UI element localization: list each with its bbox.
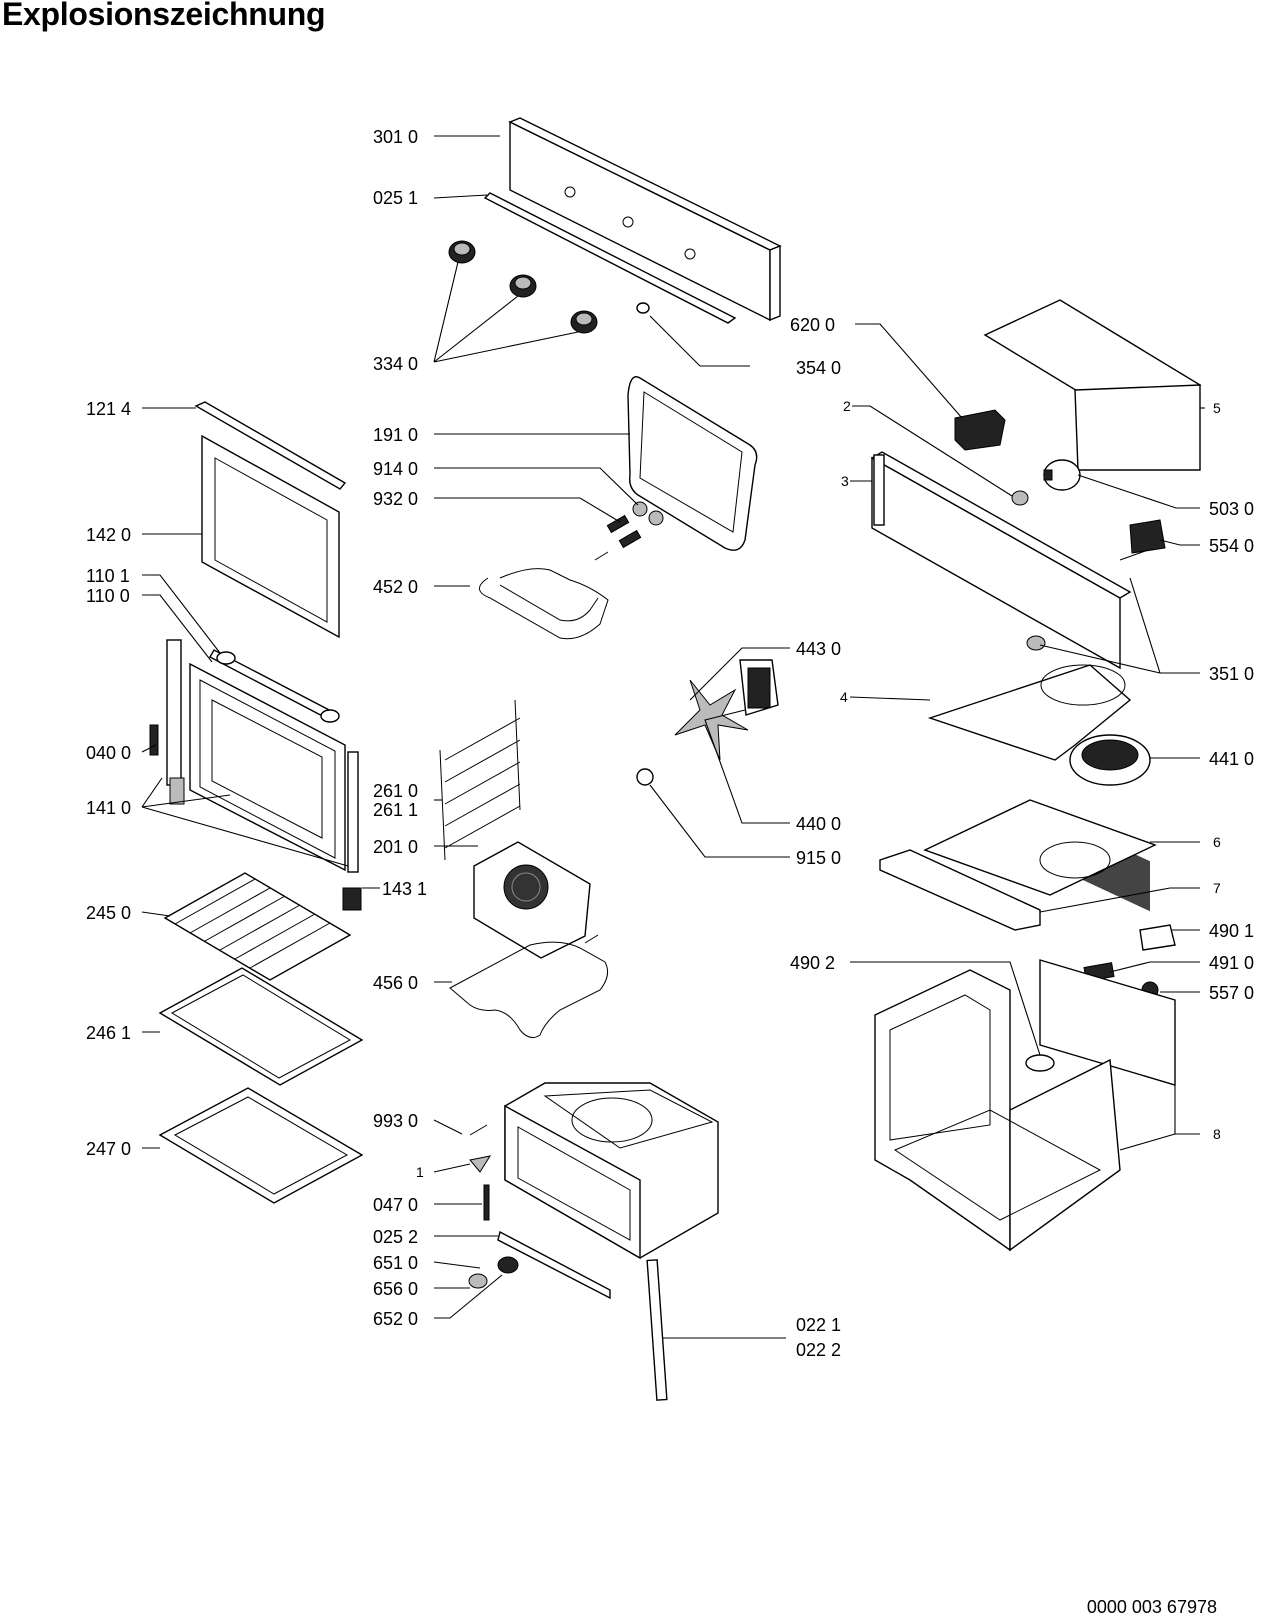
document-number: 0000 003 67978 (1086, 1597, 1217, 1617)
label-915-0: 915 0 (796, 848, 841, 868)
label-040-0: 040 0 (86, 743, 131, 763)
label-3: 3 (841, 473, 849, 489)
part-labels: 301 0 025 1 334 0 354 0 121 4 142 0 110 … (86, 127, 1254, 1360)
label-456-0: 456 0 (373, 973, 418, 993)
lamp-cover-part (468, 1273, 488, 1289)
label-110-0: 110 0 (86, 586, 130, 606)
label-452-0: 452 0 (373, 577, 418, 597)
chassis-frame-part (874, 969, 1121, 1252)
label-110-1: 110 1 (86, 566, 130, 586)
cavity-strip-part (497, 1230, 611, 1300)
wire-rack-part (163, 872, 352, 981)
spacer-part (483, 1184, 490, 1221)
label-022-2: 022 2 (796, 1340, 841, 1360)
screw-part (469, 1124, 488, 1136)
side-rail-part (646, 1259, 668, 1401)
label-351-0: 351 0 (1209, 664, 1254, 684)
inner-door-part (166, 639, 359, 873)
label-651-0: 651 0 (373, 1253, 418, 1273)
deep-pan-part (158, 1087, 364, 1204)
label-557-0: 557 0 (1209, 983, 1254, 1003)
label-025-2: 025 2 (373, 1227, 418, 1247)
label-503-0: 503 0 (1209, 499, 1254, 519)
plate-part-7 (879, 849, 1041, 931)
label-191-0: 191 0 (373, 425, 418, 445)
label-201-0: 201 0 (373, 837, 418, 857)
clip-part (342, 887, 362, 911)
fan-cover-part (473, 841, 591, 959)
button-part (636, 302, 650, 314)
label-141-0: 141 0 (86, 798, 131, 818)
label-8: 8 (1213, 1126, 1221, 1142)
knobs-part (448, 240, 598, 334)
oven-cavity-part (504, 1082, 719, 1260)
bottom-element-part (449, 934, 609, 1039)
label-443-0: 443 0 (796, 639, 841, 659)
lamp-part (497, 1256, 519, 1274)
label-354-0: 354 0 (796, 358, 841, 378)
label-914-0: 914 0 (373, 459, 418, 479)
panel-strip-part (483, 192, 737, 324)
label-142-0: 142 0 (86, 525, 131, 545)
motor-part (1043, 459, 1081, 491)
label-247-0: 247 0 (86, 1139, 131, 1159)
label-301-0: 301 0 (373, 127, 418, 147)
page-title: Explosionszeichnung (2, 0, 326, 32)
label-1: 1 (416, 1164, 424, 1180)
label-334-0: 334 0 (373, 354, 418, 374)
door-top-trim-part (194, 401, 347, 490)
label-143-1: 143 1 (382, 879, 427, 899)
label-245-0: 245 0 (86, 903, 131, 923)
part-drawings (149, 117, 1202, 1401)
label-620-0: 620 0 (790, 315, 835, 335)
label-261-0: 261 0 (373, 781, 418, 801)
air-guide-part (927, 664, 1132, 761)
baking-tray-part (158, 967, 364, 1086)
label-2: 2 (843, 398, 851, 414)
label-491-0: 491 0 (1209, 953, 1254, 973)
label-441-0: 441 0 (1209, 749, 1254, 769)
label-6: 6 (1213, 834, 1221, 850)
label-261-1: 261 1 (373, 800, 418, 820)
label-993-0: 993 0 (373, 1111, 418, 1131)
label-121-4: 121 4 (86, 399, 131, 419)
label-554-0: 554 0 (1209, 536, 1254, 556)
label-490-1: 490 1 (1209, 921, 1254, 941)
small-knob-part (1011, 490, 1029, 506)
grill-element-part (479, 551, 609, 640)
outer-glass-part (201, 434, 340, 639)
electrical-parts (1025, 924, 1176, 1086)
label-652-0: 652 0 (373, 1309, 418, 1329)
side-rails-part (439, 699, 521, 861)
label-246-1: 246 1 (86, 1023, 131, 1043)
clip-1-part (469, 1155, 492, 1173)
hinge-part (149, 724, 159, 756)
sensor-part (1026, 549, 1149, 651)
label-047-0: 047 0 (373, 1195, 418, 1215)
door-handle-part (209, 649, 340, 723)
label-656-0: 656 0 (373, 1279, 418, 1299)
terminal-block-part (954, 409, 1006, 451)
label-022-1: 022 1 (796, 1315, 841, 1335)
top-cover-part (983, 299, 1202, 912)
label-440-0: 440 0 (796, 814, 841, 834)
front-frame-part (870, 451, 1132, 670)
leader-lines (141, 135, 1205, 1339)
plate-part-6 (923, 799, 1157, 896)
fan-motor-part (636, 659, 779, 786)
label-025-1: 025 1 (373, 188, 418, 208)
label-5: 5 (1213, 400, 1221, 416)
label-4: 4 (840, 689, 848, 705)
label-7: 7 (1213, 880, 1221, 896)
nuts-part (606, 501, 664, 549)
label-490-2: 490 2 (790, 953, 835, 973)
fan-wheel-part (1069, 734, 1151, 786)
switch-part (1129, 519, 1166, 554)
label-932-0: 932 0 (373, 489, 418, 509)
control-panel-part (508, 117, 782, 322)
door-gasket-part (627, 376, 758, 551)
